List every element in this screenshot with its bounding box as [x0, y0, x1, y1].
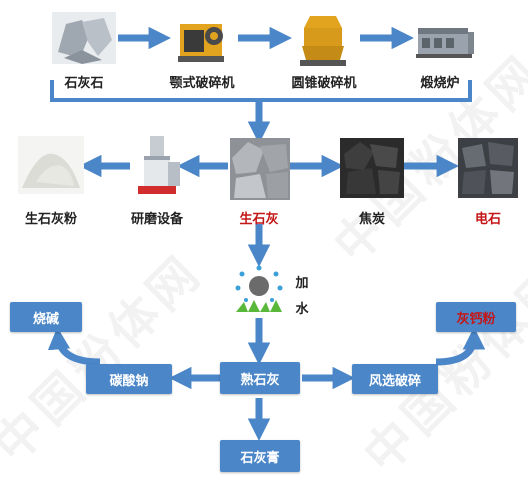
air-classifier-crushing-label: 风选破碎 — [368, 373, 421, 389]
quicklime-label: 生石灰 — [239, 212, 279, 227]
calcium-powder-label: 灰钙粉 — [456, 311, 496, 327]
lime-paste-label: 石灰膏 — [240, 450, 280, 466]
grinding-equipment-label: 研磨设备 — [130, 212, 183, 227]
calcium-carbide-label: 电石 — [474, 212, 501, 227]
cone-crusher-image — [300, 16, 346, 66]
slaked-lime-label: 熟石灰 — [240, 372, 280, 388]
water-drop-icon — [235, 265, 283, 312]
quicklime-image — [230, 138, 290, 200]
cone-crusher-label: 圆锥破碎机 — [291, 76, 357, 91]
caustic-soda-label: 烧碱 — [32, 311, 59, 327]
coke-image — [340, 138, 404, 198]
kiln-label: 煅烧炉 — [420, 76, 460, 91]
jaw-crusher-image — [178, 24, 224, 62]
jaw-crusher-label: 颚式破碎机 — [169, 76, 235, 91]
calcium-powder-box: 灰钙粉 — [436, 302, 516, 332]
lime-paste-box: 石灰膏 — [220, 440, 300, 472]
calcium-carbide-image — [458, 138, 518, 198]
add-water-label-1: 加 — [295, 276, 309, 291]
slaked-lime-box: 熟石灰 — [220, 362, 300, 394]
limestone-label: 石灰石 — [64, 76, 104, 91]
sodium-carbonate-label: 碳酸钠 — [109, 373, 149, 389]
arrow-carbonate-to-caustic — [47, 327, 101, 366]
quicklime-powder-image — [18, 136, 84, 194]
coke-label: 焦炭 — [358, 212, 385, 227]
caustic-soda-box: 烧碱 — [10, 302, 82, 332]
quicklime-powder-label: 生石灰粉 — [24, 212, 77, 227]
add-water-label-2: 水 — [295, 302, 309, 317]
sodium-carbonate-box: 碳酸钠 — [86, 364, 172, 394]
arrow-classifier-to-calcium — [435, 327, 486, 366]
limestone-image — [52, 12, 116, 64]
air-classifier-crushing-box: 风选破碎 — [352, 364, 438, 394]
kiln-image — [416, 28, 474, 58]
grinding-equipment-image — [138, 136, 180, 194]
